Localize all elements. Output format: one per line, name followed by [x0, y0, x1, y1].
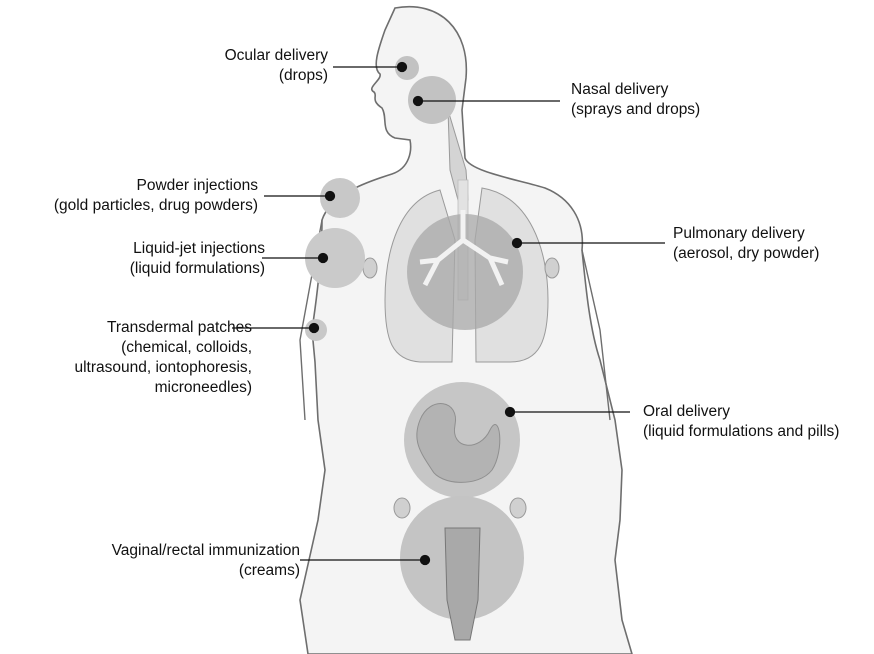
transdermal-detail-2: ultrasound, iontophoresis, [74, 358, 252, 378]
vaginal-label: Vaginal/rectal immunization (creams) [112, 541, 300, 581]
lymph-node-right-low [510, 498, 526, 518]
transdermal-detail-1: (chemical, colloids, [74, 338, 252, 358]
liquid-jet-label: Liquid-jet injections (liquid formulatio… [130, 239, 265, 279]
vaginal-title: Vaginal/rectal immunization [112, 541, 300, 561]
transdermal-detail-3: microneedles) [74, 378, 252, 398]
vaginal-dot [421, 556, 430, 565]
lymph-node-right [545, 258, 559, 278]
lymph-node-left [363, 258, 377, 278]
transdermal-label: Transdermal patches (chemical, colloids,… [74, 318, 252, 398]
powder-title: Powder injections [54, 176, 258, 196]
powder-detail: (gold particles, drug powders) [54, 196, 258, 216]
nasal-title: Nasal delivery [571, 80, 700, 100]
pulmonary-title: Pulmonary delivery [673, 224, 819, 244]
oral-title: Oral delivery [643, 402, 839, 422]
liquid-jet-title: Liquid-jet injections [130, 239, 265, 259]
nasal-dot [414, 97, 423, 106]
lymph-node-left-low [394, 498, 410, 518]
nasal-label: Nasal delivery (sprays and drops) [571, 80, 700, 120]
ocular-dot [398, 63, 407, 72]
nasal-detail: (sprays and drops) [571, 100, 700, 120]
ocular-label: Ocular delivery (drops) [225, 46, 328, 86]
liquid-jet-dot [319, 254, 328, 263]
oral-label: Oral delivery (liquid formulations and p… [643, 402, 839, 442]
ocular-detail: (drops) [225, 66, 328, 86]
oral-dot [506, 408, 515, 417]
pulmonary-detail: (aerosol, dry powder) [673, 244, 819, 264]
liquid-jet-detail: (liquid formulations) [130, 259, 265, 279]
vaginal-detail: (creams) [112, 561, 300, 581]
transdermal-dot [310, 324, 319, 333]
powder-label: Powder injections (gold particles, drug … [54, 176, 258, 216]
ocular-title: Ocular delivery [225, 46, 328, 66]
pulmonary-dot [513, 239, 522, 248]
oral-detail: (liquid formulations and pills) [643, 422, 839, 442]
pulmonary-label: Pulmonary delivery (aerosol, dry powder) [673, 224, 819, 264]
transdermal-title: Transdermal patches [74, 318, 252, 338]
powder-dot [326, 192, 335, 201]
